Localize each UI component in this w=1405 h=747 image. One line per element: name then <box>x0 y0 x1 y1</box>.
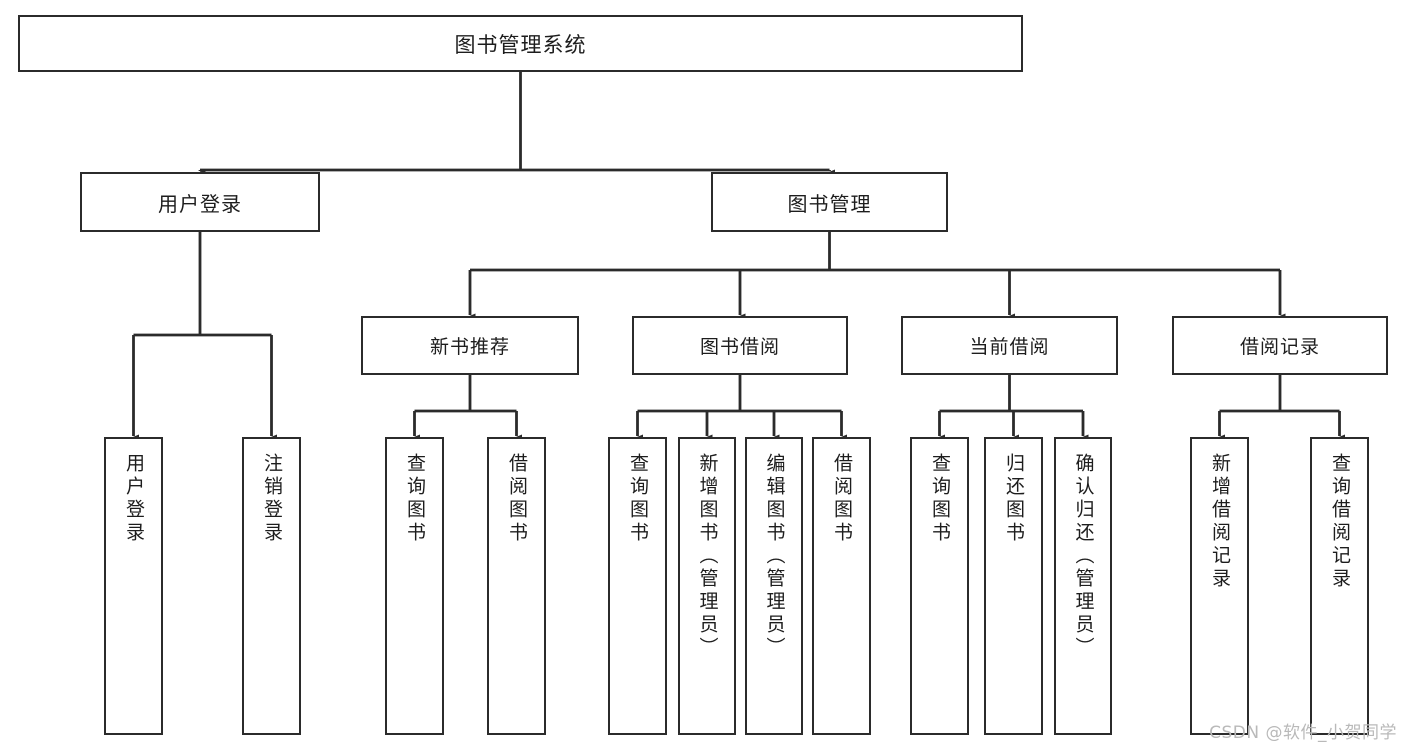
node-leaf-user-login[interactable]: 用户登录 <box>104 437 163 735</box>
node-leaf-add-record[interactable]: 新增借阅记录 <box>1190 437 1249 735</box>
node-leaf-query-book-current[interactable]: 查询图书 <box>910 437 969 735</box>
node-label: 借阅图书 <box>506 453 528 545</box>
node-label: 归还图书 <box>1003 453 1025 545</box>
node-label: 图书借阅 <box>699 336 780 358</box>
node-borrow-record[interactable]: 借阅记录 <box>1172 316 1388 375</box>
node-label: 当前借阅 <box>969 336 1050 358</box>
node-label: 编辑图书（管理员） <box>763 453 786 660</box>
node-label: 查询图书 <box>627 453 649 545</box>
node-label: 新书推荐 <box>429 336 510 358</box>
node-label: 图书管理系统 <box>454 32 587 57</box>
node-leaf-confirm-return[interactable]: 确认归还（管理员） <box>1054 437 1112 735</box>
node-label: 查询图书 <box>404 453 426 545</box>
node-label: 借阅记录 <box>1239 336 1320 358</box>
node-label: 查询图书 <box>929 453 951 545</box>
node-label: 新增借阅记录 <box>1209 453 1231 591</box>
node-book-borrow[interactable]: 图书借阅 <box>632 316 848 375</box>
node-label: 查询借阅记录 <box>1329 453 1351 591</box>
node-leaf-borrow-book[interactable]: 借阅图书 <box>812 437 871 735</box>
node-leaf-query-book-borrow[interactable]: 查询图书 <box>608 437 667 735</box>
node-leaf-edit-book[interactable]: 编辑图书（管理员） <box>745 437 803 735</box>
node-label: 借阅图书 <box>831 453 853 545</box>
node-root[interactable]: 图书管理系统 <box>18 15 1023 72</box>
node-label: 新增图书（管理员） <box>696 453 719 660</box>
node-leaf-user-logout[interactable]: 注销登录 <box>242 437 301 735</box>
node-label: 注销登录 <box>261 453 283 545</box>
node-book-manage[interactable]: 图书管理 <box>711 172 948 232</box>
node-label: 图书管理 <box>787 191 872 216</box>
node-user-login[interactable]: 用户登录 <box>80 172 320 232</box>
node-label: 用户登录 <box>123 453 145 545</box>
node-current-borrow[interactable]: 当前借阅 <box>901 316 1118 375</box>
csdn-watermark: CSDN @软件_小贺同学 <box>1209 723 1397 743</box>
node-leaf-borrow-book-rec[interactable]: 借阅图书 <box>487 437 546 735</box>
node-leaf-return-book[interactable]: 归还图书 <box>984 437 1043 735</box>
node-leaf-query-book-rec[interactable]: 查询图书 <box>385 437 444 735</box>
node-label: 用户登录 <box>158 191 242 216</box>
node-new-book-rec[interactable]: 新书推荐 <box>361 316 579 375</box>
node-label: 确认归还（管理员） <box>1072 453 1095 660</box>
node-leaf-query-record[interactable]: 查询借阅记录 <box>1310 437 1369 735</box>
node-leaf-add-book[interactable]: 新增图书（管理员） <box>678 437 736 735</box>
